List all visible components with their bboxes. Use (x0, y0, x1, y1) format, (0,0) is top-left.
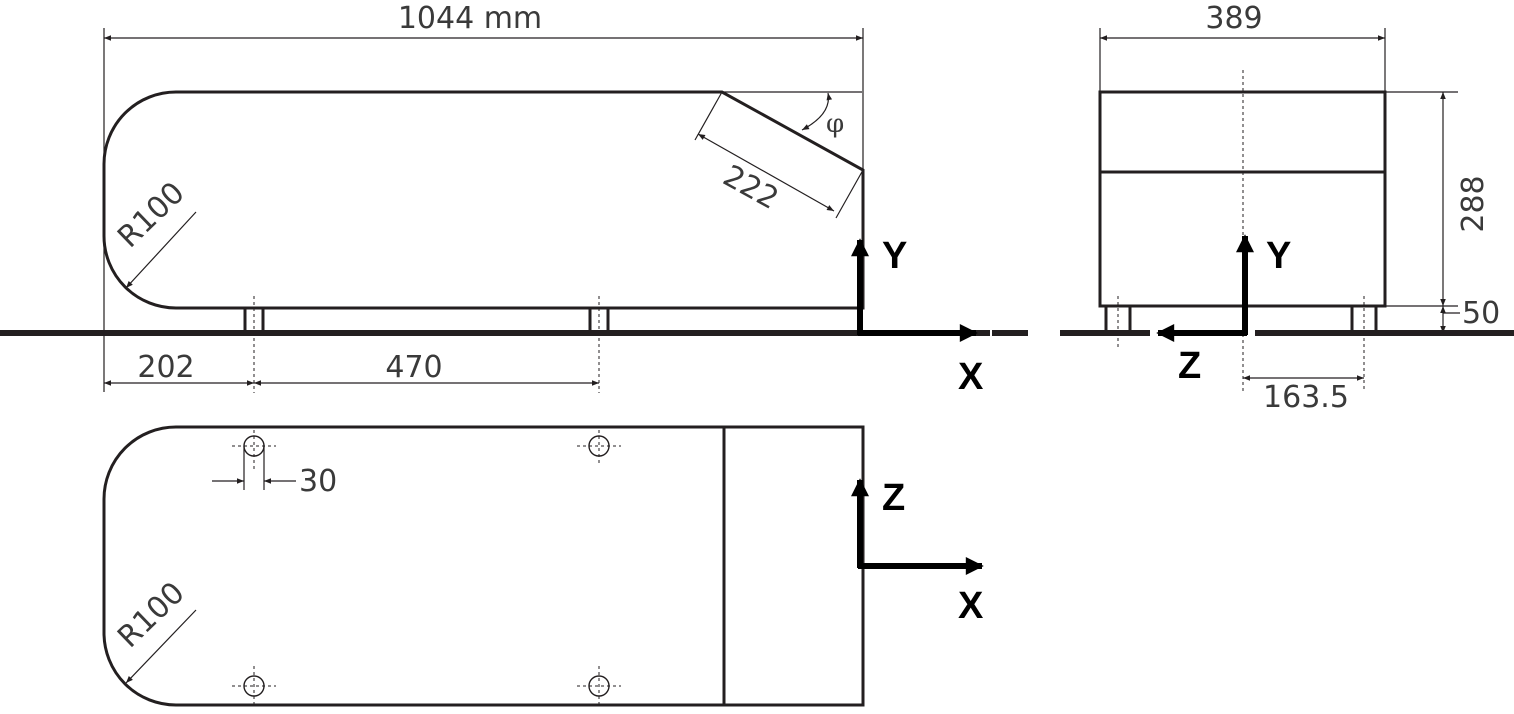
side-axis-x-label: X (958, 356, 984, 398)
top-axis-x-label: X (958, 585, 984, 627)
side-slant-label: 222 (717, 159, 784, 217)
side-dim-202-label: 202 (137, 350, 194, 385)
side-axis-y-label: Y (882, 235, 907, 277)
top-view: 30 R100 Z X (102, 425, 984, 707)
top-hole-2 (577, 430, 621, 464)
top-hole-1 (232, 430, 276, 470)
top-hole-3 (232, 666, 276, 704)
side-angle-arc (801, 92, 833, 131)
end-dim-50-label: 50 (1462, 296, 1500, 331)
end-axis-z-label: Z (1178, 345, 1201, 387)
top-dim-30-label: 30 (299, 464, 337, 499)
end-view: 389 288 50 163.5 Y Z (1060, 1, 1514, 415)
top-radius-label: R100 (111, 575, 192, 654)
top-radius-leader (125, 609, 197, 684)
side-dim-length-label: 1044 mm (398, 1, 542, 36)
end-axis-y-label: Y (1266, 235, 1291, 277)
end-dim-height-label: 288 (1456, 175, 1491, 232)
side-angle-label: φ (826, 109, 844, 139)
side-slant-dim-line (697, 133, 835, 212)
top-axis-z-label: Z (882, 477, 905, 519)
side-radius-label: R100 (111, 175, 192, 254)
top-body-outline (102, 425, 865, 707)
side-view: 1044 mm φ 222 R100 202 470 Y X (0, 1, 1028, 398)
top-hole-4 (577, 666, 621, 704)
side-slant-ext-top (694, 91, 723, 141)
side-dim-470-label: 470 (385, 350, 442, 385)
end-dim-1635-label: 163.5 (1263, 380, 1349, 415)
side-radius-leader (125, 211, 197, 289)
end-dim-width-label: 389 (1205, 1, 1262, 36)
side-slant-ext-bottom (835, 169, 864, 219)
